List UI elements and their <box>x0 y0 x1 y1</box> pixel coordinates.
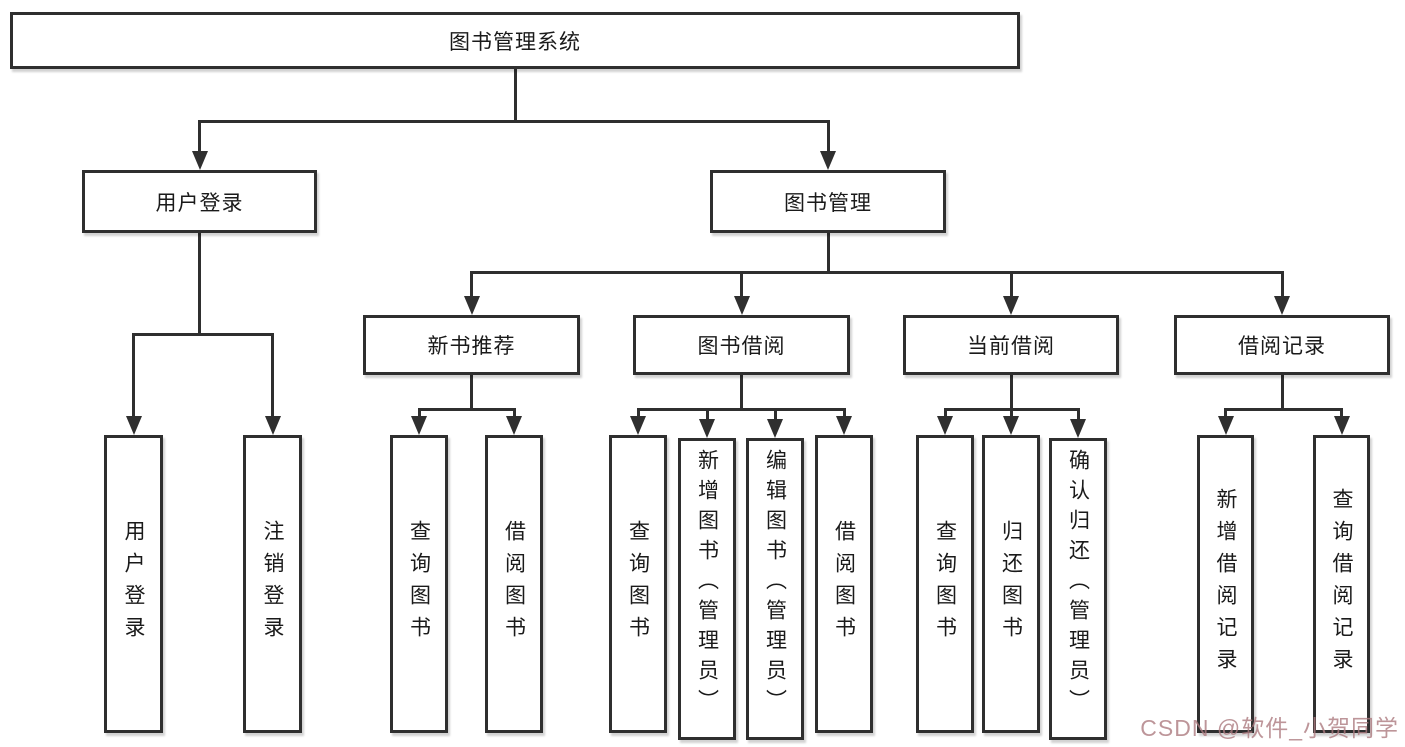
connector-line-vertical <box>513 69 517 123</box>
connector-line-horizontal <box>417 408 516 411</box>
connector-line-vertical <box>1224 408 1227 421</box>
connector-line-vertical <box>198 120 201 153</box>
node-book-mgmt: 图书管理 <box>710 170 946 233</box>
connector-line-vertical <box>417 408 421 421</box>
connector-line-horizontal <box>198 120 830 123</box>
connector-line-vertical <box>1340 408 1343 421</box>
arrow-down-icon <box>264 416 281 435</box>
node-label: 新书推荐 <box>427 335 516 358</box>
node-label: 新增图书（管理员） <box>695 449 719 719</box>
node-user-login: 用户登录 <box>82 170 317 233</box>
connector-line-vertical <box>1009 271 1013 301</box>
arrow-down-icon <box>1333 416 1350 435</box>
arrow-down-icon <box>733 296 750 315</box>
arrow-down-icon <box>125 416 142 435</box>
node-label: 查询借阅记录 <box>1330 488 1353 680</box>
node-user-login-leaf: 用户登录 <box>104 435 163 733</box>
connector-line-horizontal <box>1224 408 1342 411</box>
watermark: CSDN @软件_小贺同学 <box>1140 715 1399 741</box>
node-label: 当前借阅 <box>967 335 1055 358</box>
node-label: 查询图书 <box>626 520 650 648</box>
arrow-down-icon <box>463 296 480 315</box>
connector-line-vertical <box>773 408 777 424</box>
node-label: 图书管理系统 <box>449 30 581 54</box>
node-label: 注销登录 <box>261 520 284 648</box>
arrow-down-icon <box>937 416 953 435</box>
node-label: 图书借阅 <box>697 335 786 358</box>
connector-line-vertical <box>271 333 274 421</box>
connector-line-vertical <box>636 408 640 421</box>
connector-line-vertical <box>740 375 743 411</box>
connector-line-vertical <box>705 408 709 424</box>
node-bb-borrow-book: 借阅图书 <box>815 435 873 733</box>
connector-line-vertical <box>740 271 743 301</box>
arrow-down-icon <box>411 416 427 435</box>
node-label: 借阅图书 <box>832 520 856 648</box>
node-label: 借阅记录 <box>1238 335 1326 358</box>
connector-line-vertical <box>826 233 830 274</box>
node-new-book-rec: 新书推荐 <box>363 315 580 375</box>
node-current-borrow: 当前借阅 <box>903 315 1119 375</box>
arrow-down-icon <box>820 151 836 170</box>
connector-line-vertical <box>943 408 947 421</box>
node-cb-query-book: 查询图书 <box>916 435 974 733</box>
connector-line-vertical <box>1076 408 1080 424</box>
connector-line-vertical <box>198 233 201 336</box>
node-root: 图书管理系统 <box>10 12 1020 69</box>
node-nb-borrow-book: 借阅图书 <box>485 435 543 733</box>
arrow-down-icon <box>191 151 208 170</box>
connector-line-horizontal <box>132 333 274 336</box>
connector-line-vertical <box>1280 375 1284 411</box>
node-label: 新增借阅记录 <box>1214 488 1237 680</box>
connector-line-vertical <box>1009 375 1013 411</box>
connector-line-vertical <box>1280 271 1284 301</box>
node-cb-confirm-return-admin: 确认归还（管理员） <box>1049 438 1107 740</box>
node-br-query-record: 查询借阅记录 <box>1313 435 1370 733</box>
connector-line-vertical <box>512 408 516 421</box>
connector-line-vertical <box>132 333 135 421</box>
node-label: 借阅图书 <box>502 520 526 648</box>
connector-line-horizontal <box>470 271 1284 274</box>
node-label: 确认归还（管理员） <box>1066 449 1090 719</box>
arrow-down-icon <box>1217 416 1234 435</box>
node-br-add-record: 新增借阅记录 <box>1197 435 1254 733</box>
node-bb-edit-book-admin: 编辑图书（管理员） <box>746 438 804 740</box>
arrow-down-icon <box>1003 416 1019 435</box>
node-label: 图书管理 <box>784 191 872 215</box>
node-label: 归还图书 <box>999 520 1023 648</box>
node-cb-return-book: 归还图书 <box>982 435 1040 733</box>
arrow-down-icon <box>767 419 783 438</box>
connector-line-horizontal <box>636 408 846 411</box>
node-bb-add-book-admin: 新增图书（管理员） <box>678 438 736 740</box>
connector-line-vertical <box>470 375 473 411</box>
node-label: 用户登录 <box>155 191 244 215</box>
arrow-down-icon <box>836 416 852 435</box>
connector-line-vertical <box>826 120 830 153</box>
connector-line-vertical <box>470 271 473 301</box>
arrow-down-icon <box>699 419 715 438</box>
arrow-down-icon <box>630 416 646 435</box>
arrow-down-icon <box>1070 419 1086 438</box>
connector-line-vertical <box>1009 408 1013 421</box>
node-nb-query-book: 查询图书 <box>390 435 448 733</box>
arrow-down-icon <box>1003 296 1019 315</box>
node-label: 查询图书 <box>407 520 431 648</box>
node-borrow-record: 借阅记录 <box>1174 315 1390 375</box>
node-bb-query-book: 查询图书 <box>609 435 667 733</box>
node-book-borrow: 图书借阅 <box>633 315 850 375</box>
arrow-down-icon <box>506 416 522 435</box>
node-label: 用户登录 <box>122 520 145 648</box>
node-label: 查询图书 <box>933 520 957 648</box>
arrow-down-icon <box>1274 296 1290 315</box>
node-label: 编辑图书（管理员） <box>763 449 787 719</box>
connector-line-vertical <box>842 408 846 421</box>
node-logout: 注销登录 <box>243 435 302 733</box>
